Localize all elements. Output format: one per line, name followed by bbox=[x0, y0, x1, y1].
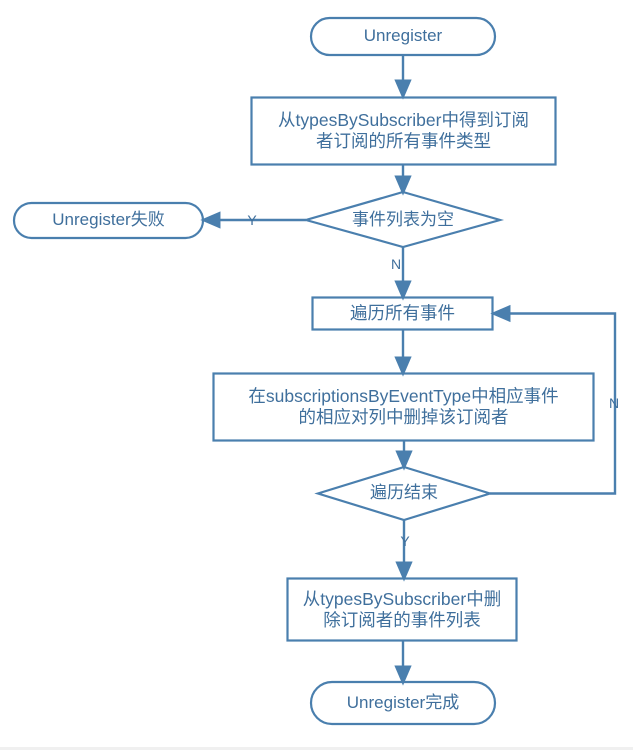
node-remove-list-shape[interactable] bbox=[286, 577, 518, 642]
edge-label-empty-no: N bbox=[390, 256, 402, 272]
node-get-types-shape[interactable] bbox=[250, 96, 557, 166]
node-fail-shape[interactable] bbox=[12, 201, 205, 240]
node-done-loop-shape[interactable] bbox=[314, 465, 494, 522]
edge-done-loop-no-to-iterate bbox=[490, 304, 617, 495]
node-iterate-shape[interactable] bbox=[311, 296, 494, 331]
edge-label-loop-done-yes: Y bbox=[400, 533, 410, 549]
bottom-divider bbox=[0, 747, 633, 750]
node-remove-shape[interactable] bbox=[212, 372, 595, 442]
node-end-shape[interactable] bbox=[309, 680, 497, 726]
node-start-shape[interactable] bbox=[309, 16, 497, 57]
node-is-empty-shape[interactable] bbox=[301, 190, 505, 249]
edge-label-loop-back-no: N bbox=[608, 395, 620, 411]
edge-label-empty-yes: Y bbox=[247, 212, 257, 228]
